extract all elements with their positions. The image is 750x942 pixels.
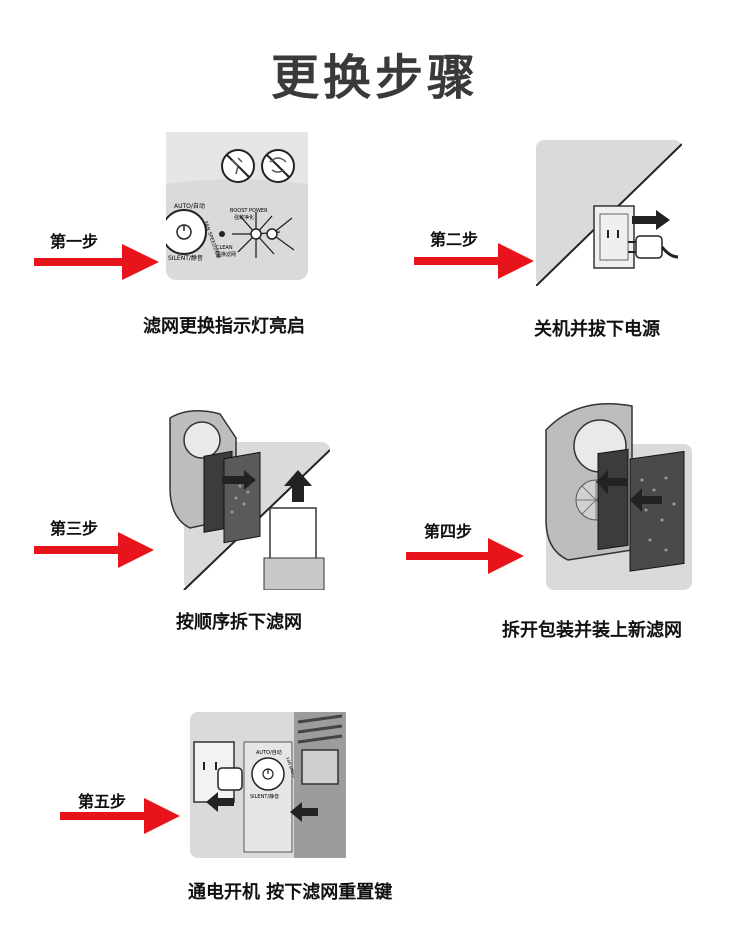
boost-label: BOOST POWER xyxy=(230,208,268,214)
step5-silent-label: SILENT/静音 xyxy=(250,793,279,800)
page-title: 更换步骤 xyxy=(270,50,479,106)
step-3-caption: 按顺序拆下滤网 xyxy=(176,612,302,633)
auto-label: AUTO/自动 xyxy=(174,202,205,210)
step-3-label: 第三步 xyxy=(50,519,99,538)
arrow-step-4 xyxy=(406,538,524,574)
step-4-illustration xyxy=(538,400,694,592)
step-2-caption: 关机并拔下电源 xyxy=(534,319,660,340)
step-3-illustration xyxy=(160,408,330,590)
step-1-label: 第一步 xyxy=(50,232,99,251)
step5-auto-label: AUTO/自动 xyxy=(256,749,282,756)
arrow-step-1 xyxy=(34,244,159,280)
step-5-label: 第五步 xyxy=(78,792,127,811)
step-5-illustration: AUTO/自动 SILENT/静音 FAN SPEED xyxy=(190,712,346,858)
arrow-step-2 xyxy=(414,243,534,279)
step-1-illustration: AUTO/自动 SILENT/静音 FAN SPEED/风速 BOOST POW… xyxy=(166,132,308,280)
step-4-caption: 拆开包装并装上新滤网 xyxy=(502,620,682,641)
silent-label: SILENT/静音 xyxy=(168,254,203,262)
clean-label: CLEAN xyxy=(216,245,233,251)
arrow-step-3 xyxy=(34,532,154,568)
step-2-illustration xyxy=(536,140,682,286)
arrow-step-5 xyxy=(60,798,180,834)
clean-cn-label: 更换滤网 xyxy=(216,251,236,258)
step-5-caption: 通电开机 按下滤网重置键 xyxy=(188,882,393,903)
boost-cn-label: 强效净化 xyxy=(234,214,254,221)
step-2-label: 第二步 xyxy=(430,230,479,249)
step-1-caption: 滤网更换指示灯亮启 xyxy=(143,316,305,337)
step-4-label: 第四步 xyxy=(424,522,473,541)
